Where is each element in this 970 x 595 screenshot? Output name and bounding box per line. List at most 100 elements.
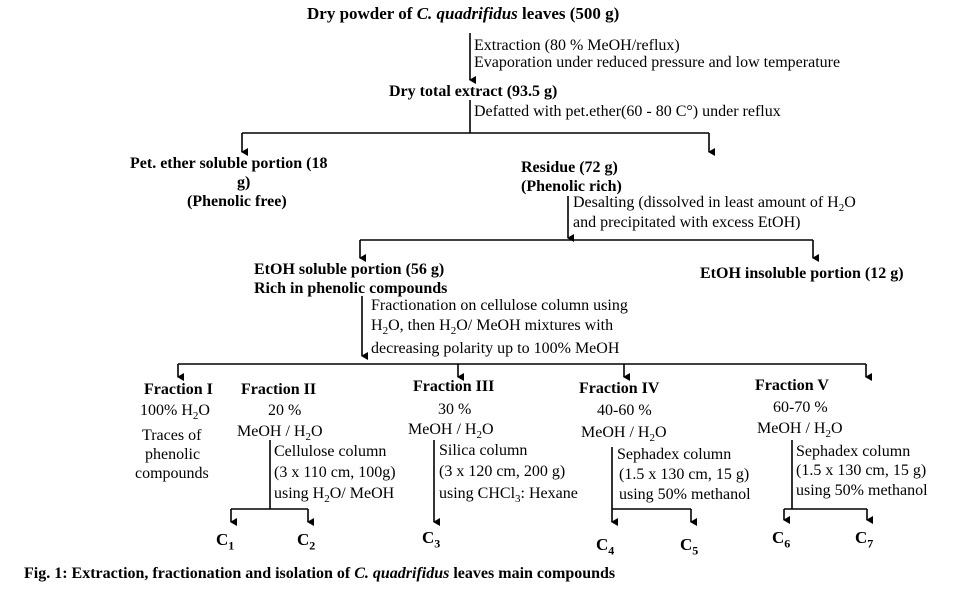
- f4-solv-post: O: [654, 424, 667, 441]
- f5-solv-sub: 2: [825, 428, 831, 441]
- step4-h: H: [371, 317, 383, 334]
- f1-solvent-pre: 100% H: [140, 402, 193, 419]
- fraction-2-column3: using H2O/ MeOH: [274, 486, 394, 505]
- step2-defatting: Defatted with pet.ether(60 - 80 C°) unde…: [474, 103, 781, 120]
- fraction-3-column2: (3 x 120 cm, 200 g): [439, 463, 566, 480]
- f1-solvent-sub: 2: [192, 410, 199, 423]
- compound-c6: C6: [772, 529, 790, 549]
- fraction-1-title: Fraction I: [144, 381, 213, 398]
- fraction-1-solvent: 100% H2O: [140, 403, 210, 422]
- step3-text-post: O: [844, 194, 856, 211]
- residue-node-line1: Residue (72 g): [521, 159, 618, 176]
- root-node: Dry powder of C. quadrifidus leaves (500…: [307, 5, 619, 22]
- step1-extraction: Extraction (80 % MeOH/reflux): [474, 37, 680, 54]
- caption-suffix: leaves main compounds: [453, 565, 616, 582]
- fraction-5-title: Fraction V: [755, 377, 829, 394]
- step4-mix: O/ MeOH mixtures with: [456, 317, 614, 334]
- pet-ether-node-line3: (Phenolic free): [187, 193, 287, 210]
- compound-c7: C7: [855, 529, 873, 549]
- fraction-5-pct: 60-70 %: [773, 399, 828, 416]
- fraction-1-note1: Traces of: [142, 427, 202, 444]
- f4-solv-pre: MeOH / H: [581, 424, 650, 441]
- fraction-3-column3: using CHCl3: Hexane: [439, 486, 578, 505]
- root-suffix: leaves (500 g): [522, 4, 620, 23]
- step4-then: O, then H: [388, 317, 451, 334]
- figure-caption: Fig. 1: Extraction, fractionation and is…: [24, 566, 615, 582]
- step4-line2: H2O, then H2O/ MeOH mixtures with: [371, 318, 613, 337]
- c7-letter: C: [855, 528, 868, 547]
- fraction-5-column2: (1.5 x 130 cm, 15 g): [796, 462, 927, 479]
- fraction-2-pct: 20 %: [268, 402, 302, 419]
- c7-num: 7: [867, 536, 874, 551]
- step1-evaporation: Evaporation under reduced pressure and l…: [474, 54, 841, 71]
- fraction-4-column2: (1.5 x 130 cm, 15 g): [619, 466, 750, 483]
- c4-num: 4: [608, 543, 615, 558]
- step3-sub: 2: [838, 202, 845, 215]
- c6-num: 6: [784, 536, 791, 551]
- pet-ether-node-line2: g): [237, 174, 251, 191]
- c1-num: 1: [228, 538, 235, 553]
- c2-num: 2: [309, 538, 316, 553]
- compound-c2: C2: [297, 531, 315, 551]
- fraction-2-solvent: MeOH / H2O: [237, 424, 323, 443]
- step4-line1: Fractionation on cellulose column using: [371, 297, 628, 314]
- c1-letter: C: [216, 530, 229, 549]
- step3-desalting-line1: Desalting (dissolved in least amount of …: [573, 195, 856, 214]
- etoh-soluble-node-line2: Rich in phenolic compounds: [254, 280, 448, 297]
- step4-line3: decreasing polarity up to 100% MeOH: [371, 340, 620, 357]
- f2-col3-post: O/ MeOH: [329, 485, 395, 502]
- fraction-1-note3: compounds: [135, 465, 209, 482]
- f2-solv-sub: 2: [305, 431, 311, 444]
- c4-letter: C: [596, 535, 609, 554]
- fraction-4-pct: 40-60 %: [597, 402, 652, 419]
- f4-solv-sub: 2: [649, 432, 655, 445]
- fraction-3-pct: 30 %: [438, 401, 472, 418]
- f3-solv-sub: 2: [476, 429, 482, 442]
- c6-letter: C: [772, 528, 785, 547]
- f1-solvent-post: O: [198, 402, 210, 419]
- etoh-insoluble-node: EtOH insoluble portion (12 g): [700, 265, 904, 282]
- c5-letter: C: [680, 535, 693, 554]
- root-prefix: Dry powder of: [307, 4, 413, 23]
- step3-desalting-line2: and precipitated with excess EtOH): [573, 214, 801, 231]
- pet-ether-node-line1: Pet. ether soluble portion (18: [130, 155, 328, 172]
- f3-col3-pre: using CHCl: [439, 485, 516, 502]
- fraction-4-column3: using 50% methanol: [619, 486, 751, 503]
- f2-solv-pre: MeOH / H: [237, 423, 306, 440]
- f3-solv-pre: MeOH / H: [408, 421, 477, 438]
- root-species: C. quadrifidus: [416, 4, 518, 23]
- fraction-5-column1: Sephadex column: [796, 443, 911, 460]
- total-extract-node: Dry total extract (93.5 g): [389, 83, 558, 100]
- compound-c5: C5: [680, 536, 698, 556]
- fraction-3-column1: Silica column: [439, 442, 528, 459]
- fraction-4-column1: Sephadex column: [617, 446, 732, 463]
- f2-col3-sub: 2: [324, 493, 330, 506]
- etoh-soluble-node-line1: EtOH soluble portion (56 g): [254, 261, 445, 278]
- caption-species: C. quadrifidus: [354, 565, 450, 582]
- f2-col3-pre: using H: [274, 485, 325, 502]
- f3-col3-sub: 3: [515, 493, 521, 506]
- c3-num: 3: [434, 536, 441, 551]
- fraction-3-solvent: MeOH / H2O: [408, 422, 494, 441]
- f2-solv-post: O: [310, 423, 323, 440]
- step3-text: Desalting (dissolved in least amount of …: [573, 194, 839, 211]
- fraction-5-solvent: MeOH / H2O: [757, 421, 843, 440]
- c2-letter: C: [297, 530, 310, 549]
- step4-sub2: 2: [450, 325, 457, 338]
- step4-sub1: 2: [382, 325, 389, 338]
- f3-solv-post: O: [481, 421, 494, 438]
- fraction-4-solvent: MeOH / H2O: [581, 425, 667, 444]
- residue-node-line2: (Phenolic rich): [521, 178, 622, 195]
- fraction-2-title: Fraction II: [241, 381, 317, 398]
- fraction-5-column3: using 50% methanol: [796, 482, 928, 499]
- f5-solv-pre: MeOH / H: [757, 420, 826, 437]
- c5-num: 5: [692, 543, 699, 558]
- fraction-3-title: Fraction III: [413, 378, 495, 395]
- f3-col3-post: : Hexane: [520, 485, 578, 502]
- c3-letter: C: [422, 528, 435, 547]
- fraction-2-column1: Cellulose column: [274, 443, 387, 460]
- fraction-1-note2: phenolic: [145, 446, 201, 463]
- compound-c3: C3: [422, 529, 440, 549]
- compound-c4: C4: [596, 536, 614, 556]
